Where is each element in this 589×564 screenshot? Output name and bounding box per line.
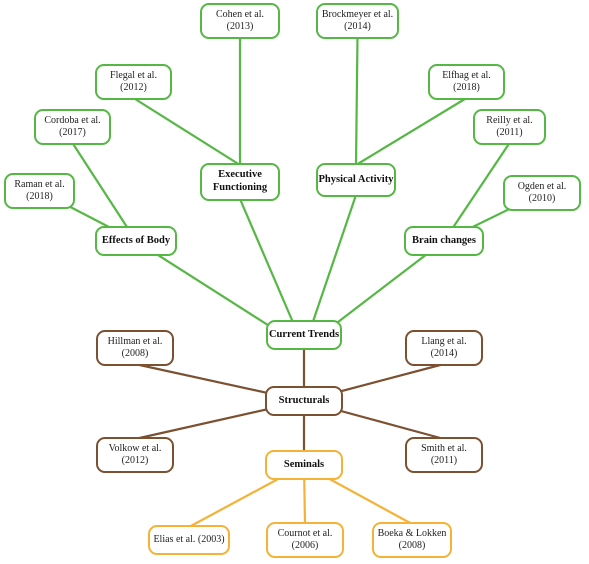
node-label-line: (2012) bbox=[120, 82, 147, 93]
node-label-line: Executive bbox=[218, 169, 262, 181]
edge-executive-functioning-to-flegal bbox=[132, 97, 241, 166]
node-label-line: Boeka & Lokken bbox=[377, 528, 447, 539]
node-label-line: (2012) bbox=[121, 455, 149, 466]
node-label-line: Seminals bbox=[283, 458, 325, 470]
node-cordoba: Cordoba et al.(2017) bbox=[34, 109, 111, 145]
node-label-line: (2018) bbox=[453, 82, 480, 93]
node-label-line: Ogden et al. bbox=[517, 181, 567, 192]
node-llang: Llang et al.(2014) bbox=[405, 330, 483, 366]
node-label-line: (2008) bbox=[121, 348, 149, 359]
edge-brain-changes-to-reilly bbox=[443, 142, 511, 242]
node-label-line: Reilly et al. bbox=[486, 115, 533, 126]
node-label-line: Hillman et al. bbox=[107, 336, 163, 347]
node-label-line: Cordoba et al. bbox=[44, 115, 101, 126]
node-elias: Elias et al. (2003) bbox=[148, 525, 230, 555]
node-volkow: Volkow et al.(2012) bbox=[96, 437, 174, 473]
node-structurals: Structurals bbox=[265, 386, 343, 416]
node-label-line: Structurals bbox=[278, 394, 330, 406]
node-hillman: Hillman et al.(2008) bbox=[96, 330, 174, 366]
node-cohen: Cohen et al.(2013) bbox=[200, 3, 280, 39]
node-boeka: Boeka & Lokken(2008) bbox=[372, 522, 452, 558]
node-label-line: (2006) bbox=[291, 540, 319, 551]
node-label-line: Functioning bbox=[212, 182, 268, 193]
node-flegal: Flegal et al.(2012) bbox=[95, 64, 172, 100]
node-label-line: (2017) bbox=[59, 127, 86, 138]
node-label-line: Effects of Body bbox=[101, 234, 171, 246]
node-cournot: Cournot et al.(2006) bbox=[266, 522, 344, 558]
node-label-line: Elfhag et al. bbox=[442, 70, 491, 81]
node-label-line: Cournot et al. bbox=[277, 528, 333, 539]
node-reilly: Reilly et al.(2011) bbox=[473, 109, 546, 145]
node-label-line: (2011) bbox=[430, 455, 458, 466]
node-label-line: Physical Activity bbox=[318, 173, 394, 185]
node-label-line: (2018) bbox=[26, 191, 53, 202]
node-physical-activity: Physical Activity bbox=[316, 163, 396, 197]
node-brockmeyer: Brockmeyer et al.(2014) bbox=[316, 3, 399, 39]
node-label-line: Flegal et al. bbox=[110, 70, 157, 81]
node-seminals: Seminals bbox=[265, 450, 343, 480]
node-label-line: Brain changes bbox=[412, 234, 476, 246]
node-label-line: Llang et al. bbox=[421, 336, 467, 347]
edge-physical-activity-to-elfhag bbox=[355, 97, 468, 166]
node-smith: Smith et al.(2011) bbox=[405, 437, 483, 473]
node-raman: Raman et al.(2018) bbox=[4, 173, 75, 209]
node-effects-of-body: Effects of Body bbox=[95, 226, 177, 256]
edge-effects-of-body-to-cordoba bbox=[71, 142, 137, 242]
node-current-trends: Current Trends bbox=[266, 320, 342, 350]
node-label-line: (2008) bbox=[398, 540, 426, 551]
node-label-line: Raman et al. bbox=[14, 179, 65, 190]
node-label-line: (2014) bbox=[344, 21, 371, 32]
node-label-line: (2011) bbox=[496, 127, 523, 138]
node-label-line: Volkow et al. bbox=[108, 443, 162, 454]
node-label-line: Smith et al. bbox=[421, 443, 467, 454]
node-elfhag: Elfhag et al.(2018) bbox=[428, 64, 505, 100]
node-brain-changes: Brain changes bbox=[404, 226, 484, 256]
node-label-line: (2014) bbox=[430, 348, 458, 359]
node-label-line: (2010) bbox=[528, 193, 556, 204]
node-label-line: Current Trends bbox=[268, 328, 340, 340]
edge-physical-activity-to-brockmeyer bbox=[354, 36, 359, 166]
node-label-line: (2013) bbox=[226, 21, 254, 32]
node-label-line: Cohen et al. bbox=[215, 9, 265, 20]
node-label-line: Brockmeyer et al. bbox=[321, 9, 394, 20]
node-ogden: Ogden et al.(2010) bbox=[503, 175, 581, 211]
node-label-line: Elias et al. (2003) bbox=[153, 534, 225, 545]
